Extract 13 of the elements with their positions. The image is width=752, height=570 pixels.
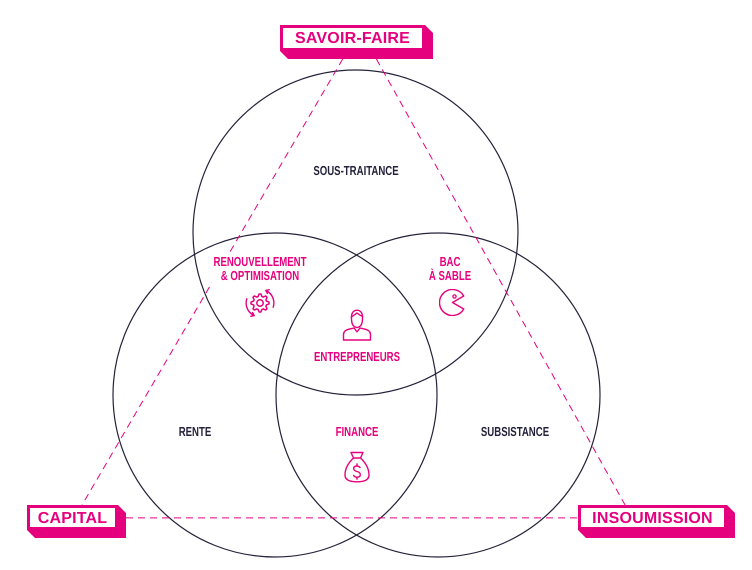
region-label: BAC À SABLE bbox=[427, 255, 473, 283]
region-label: SUBSISTANCE bbox=[479, 425, 551, 439]
tag-label: SAVOIR-FAIRE bbox=[295, 32, 410, 46]
dashed-line bbox=[376, 58, 626, 506]
region-label: FINANCE bbox=[334, 425, 380, 439]
region-label: RENOUVELLEMENT & OPTIMISATION bbox=[212, 255, 308, 283]
region-label: SOUS-TRAITANCE bbox=[312, 164, 400, 178]
dashed-line bbox=[126, 517, 578, 518]
tag-label: INSOUMISSION bbox=[592, 512, 713, 526]
region-label: ENTREPRENEURS bbox=[312, 350, 402, 364]
dashed-line bbox=[82, 58, 344, 506]
region-label: RENTE bbox=[177, 425, 213, 439]
tag-label: CAPITAL bbox=[38, 512, 108, 526]
